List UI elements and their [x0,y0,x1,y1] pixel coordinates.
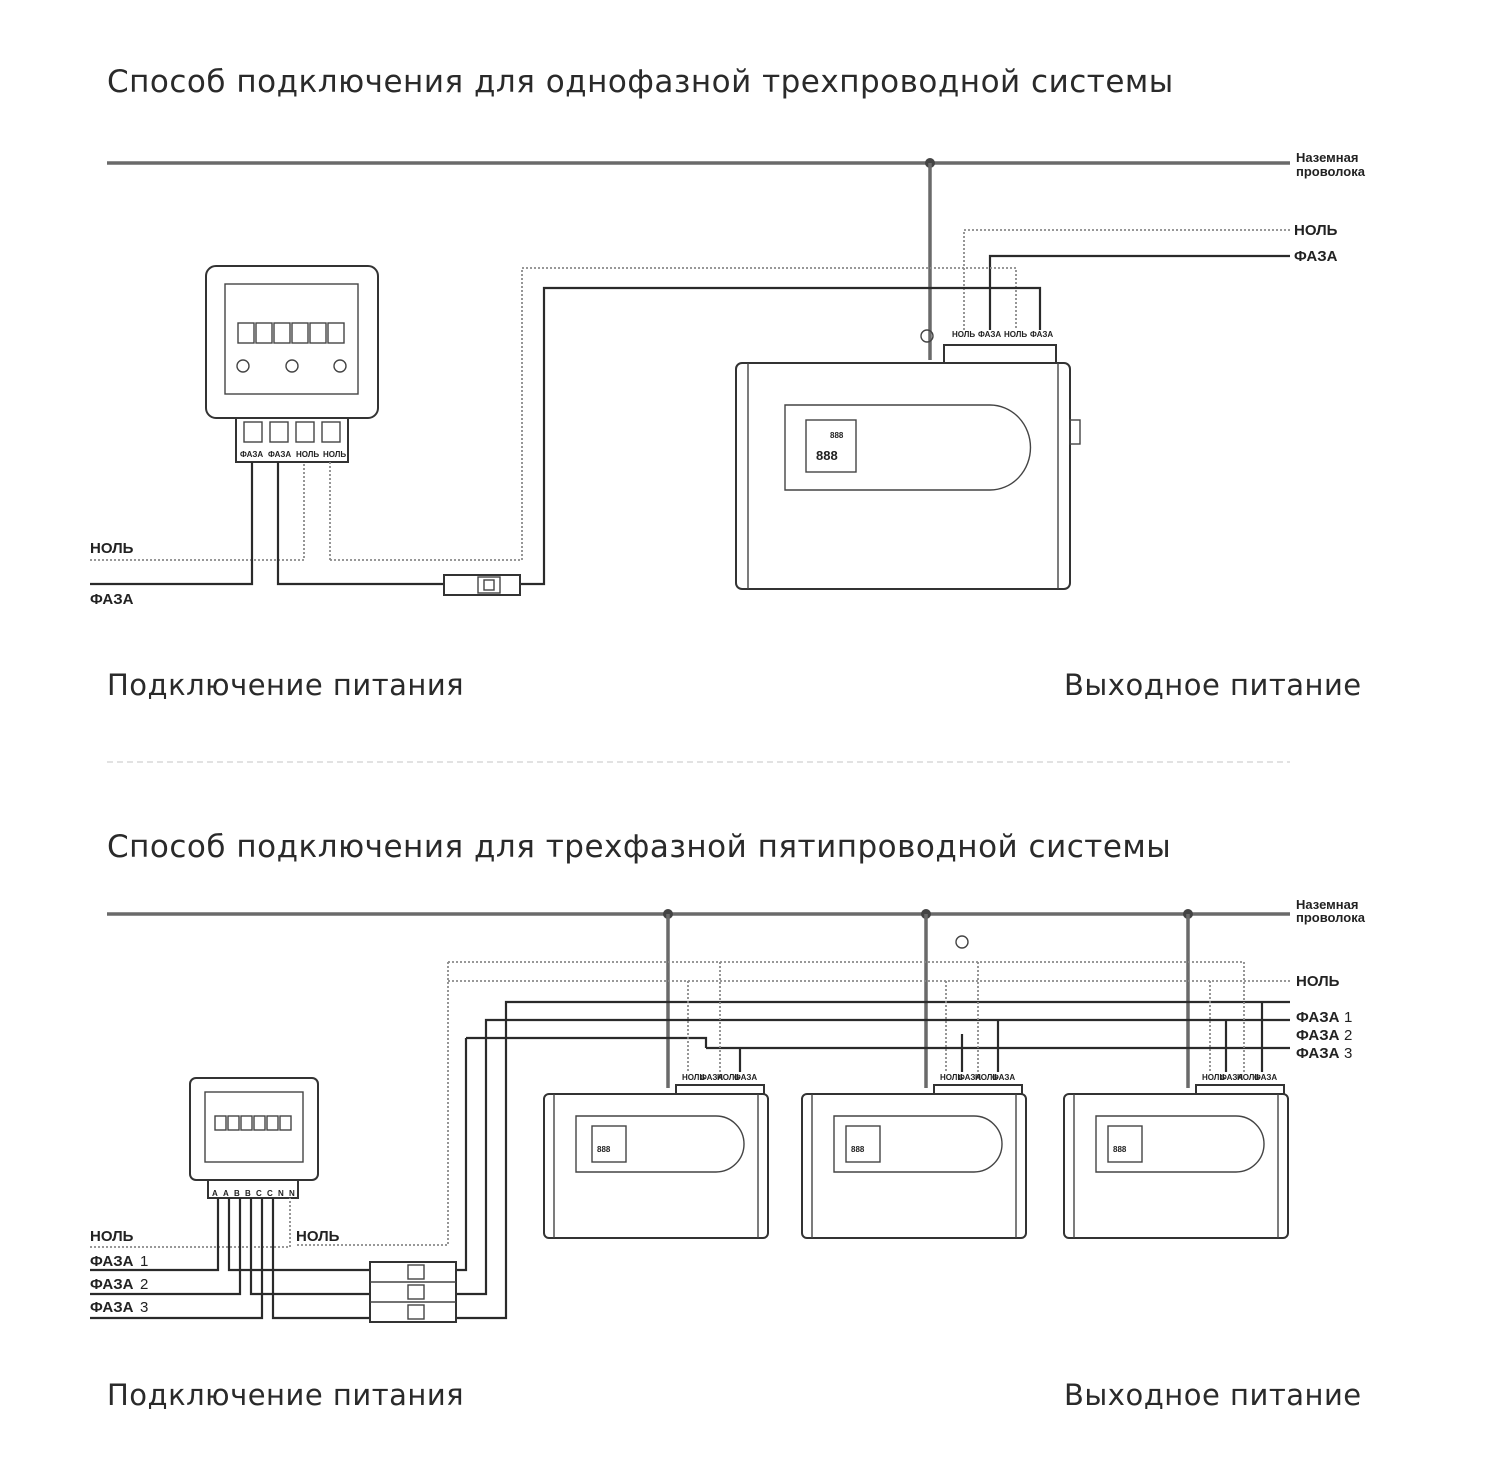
section1-left-caption: Подключение питания [107,668,464,702]
ground-label-3ph: Наземная [1296,897,1358,912]
u1-term-4: ФАЗА [734,1073,757,1082]
in-phase3-num: 3 [140,1299,148,1316]
in-neutral-label: НОЛЬ [90,1228,134,1245]
out-phase1-wire [227,1198,370,1272]
out-neutral-label: НОЛЬ [1296,973,1340,990]
u1-term-1: НОЛЬ [682,1073,705,1082]
u3-term-2: ФАЗА [1220,1073,1243,1082]
out-phase3-wire [271,1198,370,1320]
section2-right-caption: Выходное питание [1064,1378,1362,1412]
meter-phase-out [276,462,444,586]
neutral-feed-drop [296,962,449,1246]
input-phase-to-unit [520,286,1042,586]
unit-terminal-block [943,344,1057,364]
u2-term-4: ФАЗА [992,1073,1015,1082]
input-phase-wire [90,462,254,586]
u3-term-1: НОЛЬ [1202,1073,1225,1082]
phase3-link [466,1036,708,1048]
m-term-3: B [234,1189,240,1198]
u3-term-4: ФАЗА [1254,1073,1277,1082]
m-term-5: C [256,1189,262,1198]
output-neutral-label: НОЛЬ [1294,222,1338,239]
phase1-bus [456,1000,1290,1320]
u1-term-2: ФАЗА [700,1073,723,1082]
section1-title: Способ подключения для однофазной трехпр… [107,64,1174,100]
section1-right-caption: Выходное питание [1064,668,1362,702]
lcd-display [805,419,857,473]
out-phase1-num: 1 [1344,1009,1352,1026]
u1-lcd-value: 888 [597,1145,611,1154]
m-term-7: N [278,1189,284,1198]
terminal-label-2: ФАЗА [978,330,1001,339]
terminal-label-1: НОЛЬ [952,330,975,339]
stabilizer-unit-2: НОЛЬ ФАЗА НОЛЬ ФАЗА 888 [801,1073,1027,1239]
in-phase3-label: ФАЗА [90,1299,134,1316]
m-term-8: N [289,1189,295,1198]
out-phase3-label: ФАЗА [1296,1045,1340,1062]
meter-terminal-1: ФАЗА [240,450,263,459]
stabilizer-unit-3: НОЛЬ ФАЗА НОЛЬ ФАЗА 888 [1063,1073,1289,1239]
in-neutral-wire [90,1198,291,1248]
meter-terminal-2: ФАЗА [268,450,291,459]
u2-term-3: НОЛЬ [975,1073,998,1082]
ground-symbol-icon-2 [955,935,969,949]
in-phase1-label: ФАЗА [90,1253,134,1270]
u3-term-3: НОЛЬ [1237,1073,1260,1082]
m-term-2: A [223,1189,229,1198]
meter-terminal-3: НОЛЬ [296,450,319,459]
out-phase2-wire [249,1198,370,1296]
u2-lcd-value: 888 [851,1145,865,1154]
stabilizer-unit-1: НОЛЬ ФАЗА НОЛЬ ФАЗА 888 [543,1073,769,1239]
circuit-breaker [443,574,521,596]
phase3-feed [456,1038,468,1272]
ground-label-2: проволока [1296,164,1366,179]
input-neutral-to-unit [330,267,1017,561]
out-phase2-num: 2 [1344,1027,1352,1044]
out-phase3-num: 3 [1344,1045,1352,1062]
front-panel [784,404,1032,491]
terminal-label-4: ФАЗА [1030,330,1053,339]
three-pole-breaker [369,1261,457,1323]
in-phase2-label: ФАЗА [90,1276,134,1293]
m-term-6: C [267,1189,273,1198]
ground-label: Наземная [1296,150,1358,165]
stabilizer-unit: 888 888 [735,362,1081,590]
input-phase-label: ФАЗА [90,591,134,608]
in-phase2-wire [90,1198,242,1296]
output-phase-wire [988,254,1290,330]
output-phase-label: ФАЗА [1294,248,1338,265]
three-phase-meter [189,1077,319,1199]
m-term-4: B [245,1189,251,1198]
phase2-bus [456,1018,1290,1296]
section2-left-caption: Подключение питания [107,1378,464,1412]
lcd-top-value: 888 [830,431,844,440]
u3-lcd-value: 888 [1113,1145,1127,1154]
ground-symbol-icon [920,329,934,343]
in-neutral-label-2: НОЛЬ [296,1228,340,1245]
meter-terminal-4: НОЛЬ [323,450,346,459]
input-neutral-label: НОЛЬ [90,540,134,557]
output-neutral-wire [963,229,1290,330]
in-phase2-num: 2 [140,1276,148,1293]
u1-term-3: НОЛЬ [717,1073,740,1082]
in-phase3-wire [90,1198,264,1320]
out-phase2-label: ФАЗА [1296,1027,1340,1044]
u2-term-2: ФАЗА [958,1073,981,1082]
in-phase1-wire [90,1198,220,1272]
section2-title: Способ подключения для трехфазной пятипр… [107,829,1171,865]
terminal-label-3: НОЛЬ [1004,330,1027,339]
m-term-1: A [212,1189,218,1198]
out-phase1-label: ФАЗА [1296,1009,1340,1026]
electricity-meter [205,265,379,463]
ground-label-3ph-2: проволока [1296,910,1366,925]
lcd-main-value: 888 [816,448,838,463]
input-neutral-wire [90,462,305,561]
in-phase1-num: 1 [140,1253,148,1270]
u2-term-1: НОЛЬ [940,1073,963,1082]
